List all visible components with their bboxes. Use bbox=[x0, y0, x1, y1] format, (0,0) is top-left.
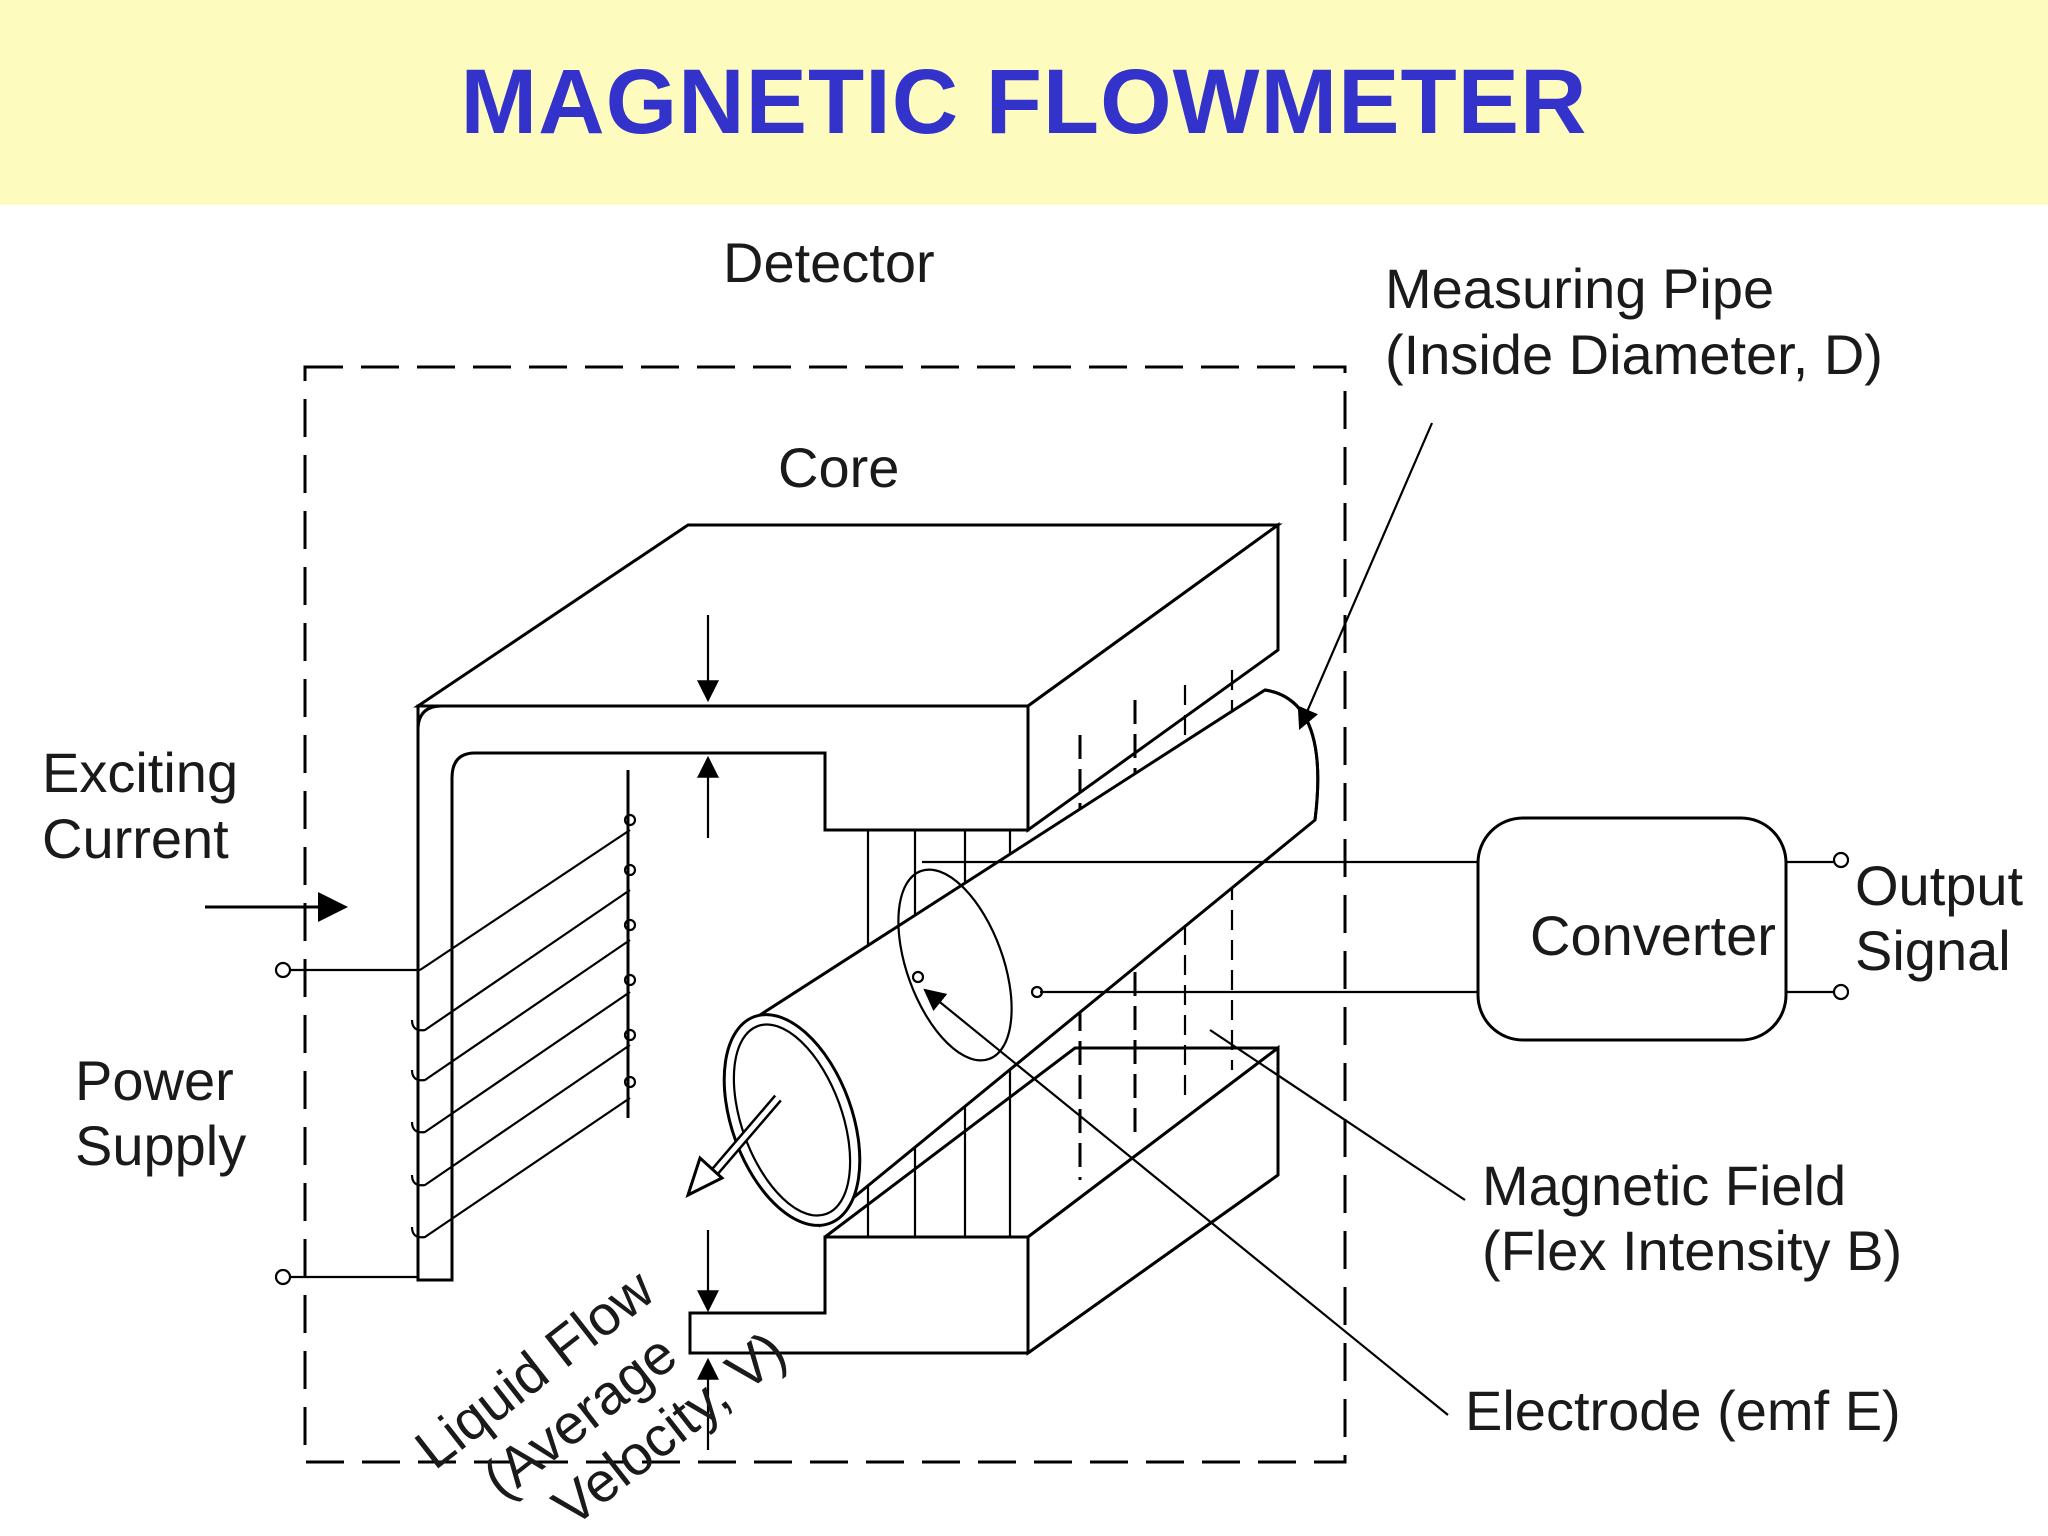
power-terminal-top bbox=[274, 961, 292, 979]
electrode-front bbox=[911, 970, 925, 984]
power-label: Power bbox=[75, 1049, 234, 1112]
output-leads bbox=[1786, 851, 1850, 1001]
signal-label: Signal bbox=[1855, 919, 2011, 982]
detector-boundary bbox=[303, 365, 1347, 1464]
liquid-flow-label-group: Liquid Flow (Average Velocity, V) bbox=[403, 1256, 797, 1536]
converter-box bbox=[1476, 816, 1788, 1042]
magnetic-field-label: Magnetic Field bbox=[1482, 1154, 1846, 1217]
measuring-pipe-label: Measuring Pipe bbox=[1385, 257, 1774, 320]
electrode-label: Electrode (emf E) bbox=[1465, 1379, 1901, 1442]
core bbox=[413, 522, 1283, 1356]
current-label: Current bbox=[42, 807, 229, 870]
title-band bbox=[0, 0, 2048, 205]
detector-label: Detector bbox=[723, 231, 935, 294]
signal-leads bbox=[922, 860, 1478, 994]
leader-lines bbox=[923, 422, 1466, 1416]
core-label: Core bbox=[778, 436, 899, 499]
page-title: MAGNETIC FLOWMETER bbox=[460, 51, 1588, 153]
output-terminal-bottom bbox=[1832, 983, 1850, 1001]
measuring-pipe-diameter-label: (Inside Diameter, D) bbox=[1385, 323, 1883, 386]
flex-intensity-label: (Flex Intensity B) bbox=[1482, 1219, 1902, 1282]
supply-label: Supply bbox=[75, 1114, 246, 1177]
exciting-coil bbox=[274, 770, 637, 1286]
measuring-pipe bbox=[685, 688, 1320, 1228]
converter-label: Converter bbox=[1530, 904, 1776, 967]
exciting-label: Exciting bbox=[42, 741, 238, 804]
power-terminal-bottom bbox=[274, 1268, 292, 1286]
output-label: Output bbox=[1855, 854, 2024, 917]
output-terminal-top bbox=[1832, 851, 1850, 869]
